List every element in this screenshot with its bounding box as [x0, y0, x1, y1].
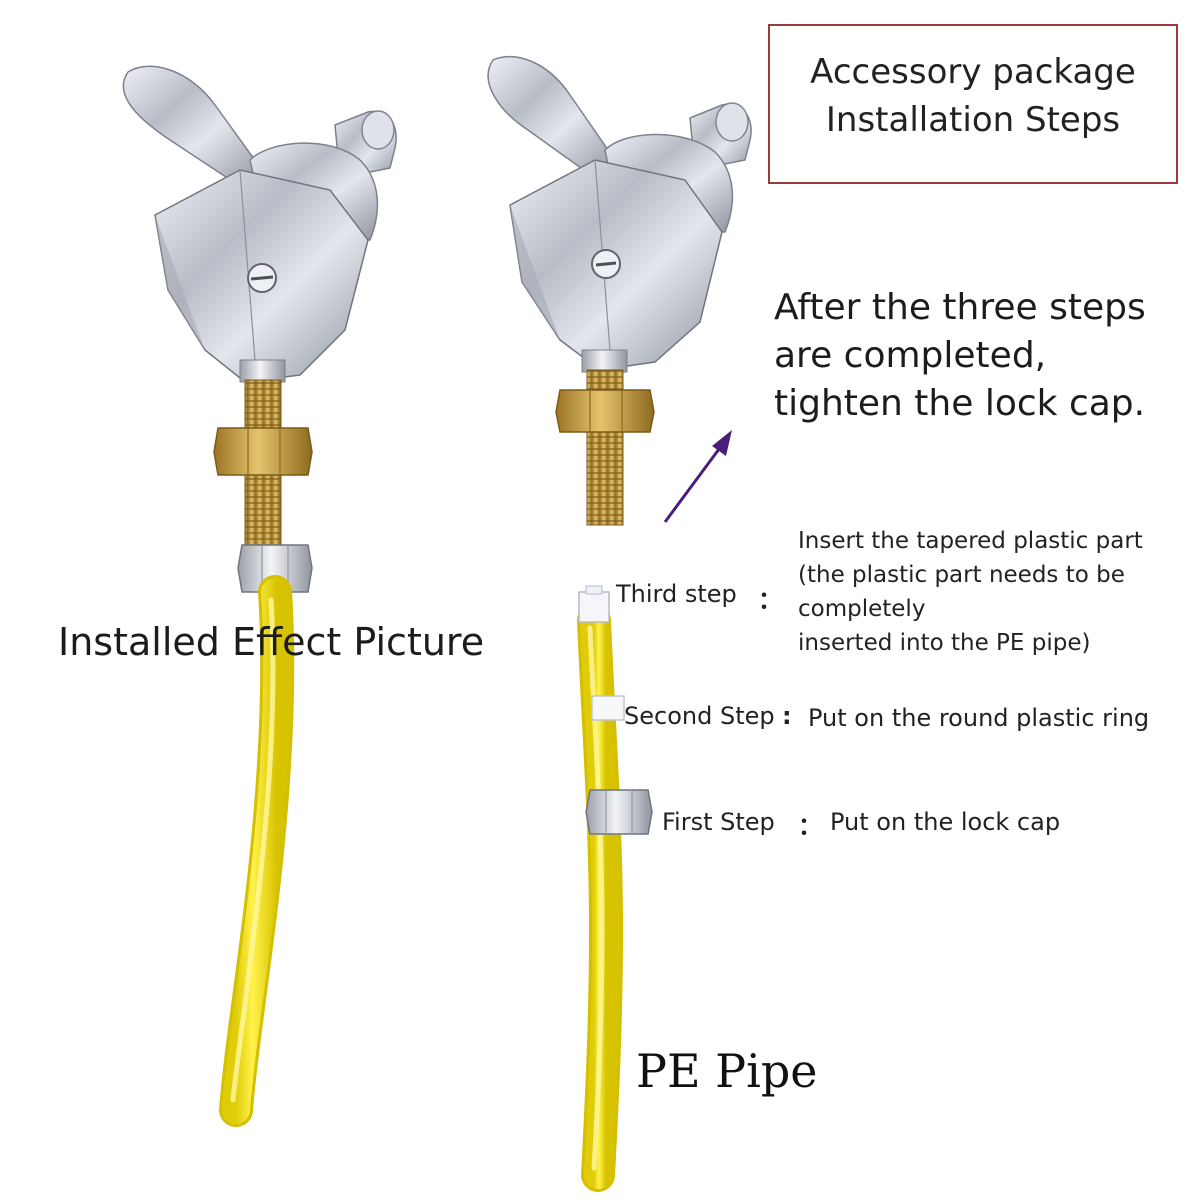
third-step-label: Third step — [616, 580, 737, 608]
third-step-desc-line-3: completely — [798, 596, 926, 622]
title-box: Accessory package Installation Steps — [768, 24, 1178, 184]
lock-cap-icon — [585, 789, 653, 835]
third-step-desc-line-1: Insert the tapered plastic part — [798, 528, 1143, 554]
plastic-ring-icon — [591, 695, 625, 721]
second-step-label: Second Step — [624, 702, 775, 730]
second-step-desc: Put on the round plastic ring — [808, 704, 1150, 732]
installed-caption: Installed Effect Picture — [58, 620, 485, 664]
faucet-body-icon — [487, 55, 752, 526]
third-step-desc-line-4: inserted into the PE pipe) — [798, 630, 1091, 656]
note-line-2: are completed, — [774, 335, 1047, 376]
faucet-assembly-icon — [122, 65, 397, 1127]
first-step-separator: ： — [798, 812, 822, 840]
arrow-up-right-icon — [663, 430, 732, 523]
title-line-1: Accessory package — [810, 52, 1136, 92]
third-step-separator: ： — [758, 586, 782, 614]
first-step-desc: Put on the lock cap — [830, 808, 1061, 836]
pe-pipe-label: PE Pipe — [636, 1044, 818, 1098]
plastic-insert-icon — [578, 585, 610, 623]
first-step-label: First Step — [662, 808, 775, 836]
third-step-desc-line-2: (the plastic part needs to be — [798, 562, 1125, 588]
title-line-2: Installation Steps — [825, 100, 1121, 140]
note-line-3: tighten the lock cap. — [774, 383, 1146, 424]
note-line-1: After the three steps — [774, 287, 1146, 328]
second-step-separator: : — [782, 702, 792, 730]
